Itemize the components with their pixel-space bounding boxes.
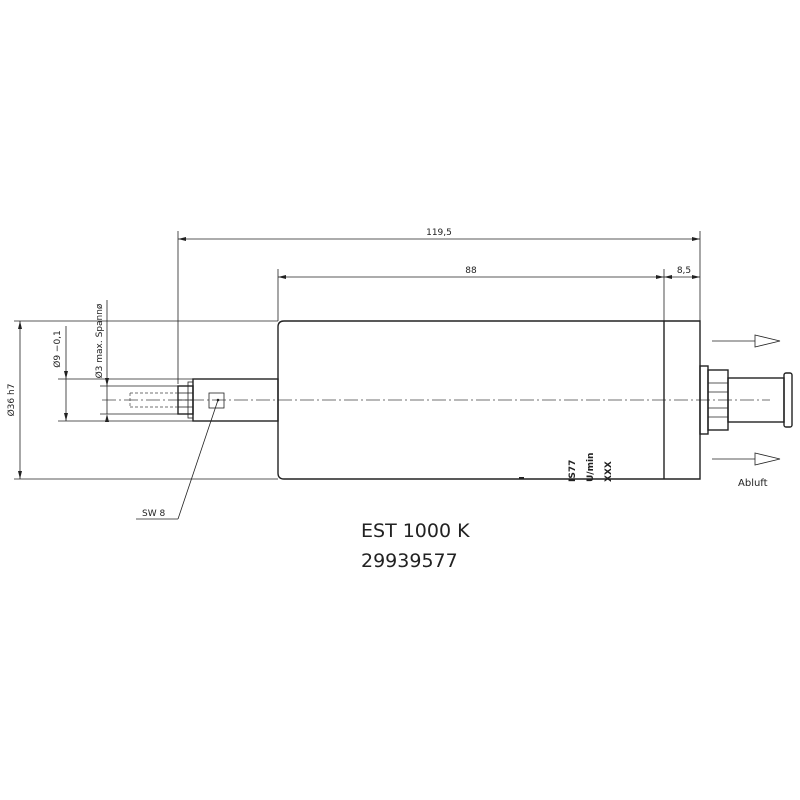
dim-collet-capacity: Ø3 max. Spannø <box>94 300 109 422</box>
dim-body-length: 88 <box>278 266 664 279</box>
svg-text:IS77: IS77 <box>568 460 578 482</box>
svg-text:XXX: XXX <box>604 461 614 482</box>
exhaust-arrow-lower <box>712 452 781 466</box>
part-number: 29939577 <box>361 550 458 572</box>
svg-text:Ø36 h7: Ø36 h7 <box>6 384 17 417</box>
svg-text:SW 8: SW 8 <box>142 509 165 519</box>
body-mark <box>519 477 524 479</box>
svg-text:Ø9 −0,1: Ø9 −0,1 <box>52 330 63 368</box>
wrench-size-callout: SW 8 <box>136 399 219 520</box>
svg-text:U/min: U/min <box>586 453 596 482</box>
svg-text:Ø3 max. Spannø: Ø3 max. Spannø <box>94 303 105 378</box>
model-title: EST 1000 K <box>361 520 470 542</box>
spindle-nose <box>129 378 279 422</box>
dim-shaft-diameter: Ø9 −0,1 <box>52 326 68 421</box>
wrench-flat <box>208 392 225 409</box>
body-marking: IS77 U/min XXX <box>568 453 614 482</box>
dim-cap-length: 8,5 <box>664 266 700 279</box>
exhaust-fitting <box>699 365 793 435</box>
svg-text:8,5: 8,5 <box>677 266 691 276</box>
dim-body-diameter: Ø36 h7 <box>6 321 22 479</box>
exhaust-arrow-upper <box>712 334 781 348</box>
dim-overall-length: 119,5 <box>178 228 700 241</box>
exhaust-label: Abluft <box>738 478 768 489</box>
svg-text:88: 88 <box>465 266 477 276</box>
motor-body <box>277 320 701 480</box>
svg-text:119,5: 119,5 <box>426 228 452 238</box>
